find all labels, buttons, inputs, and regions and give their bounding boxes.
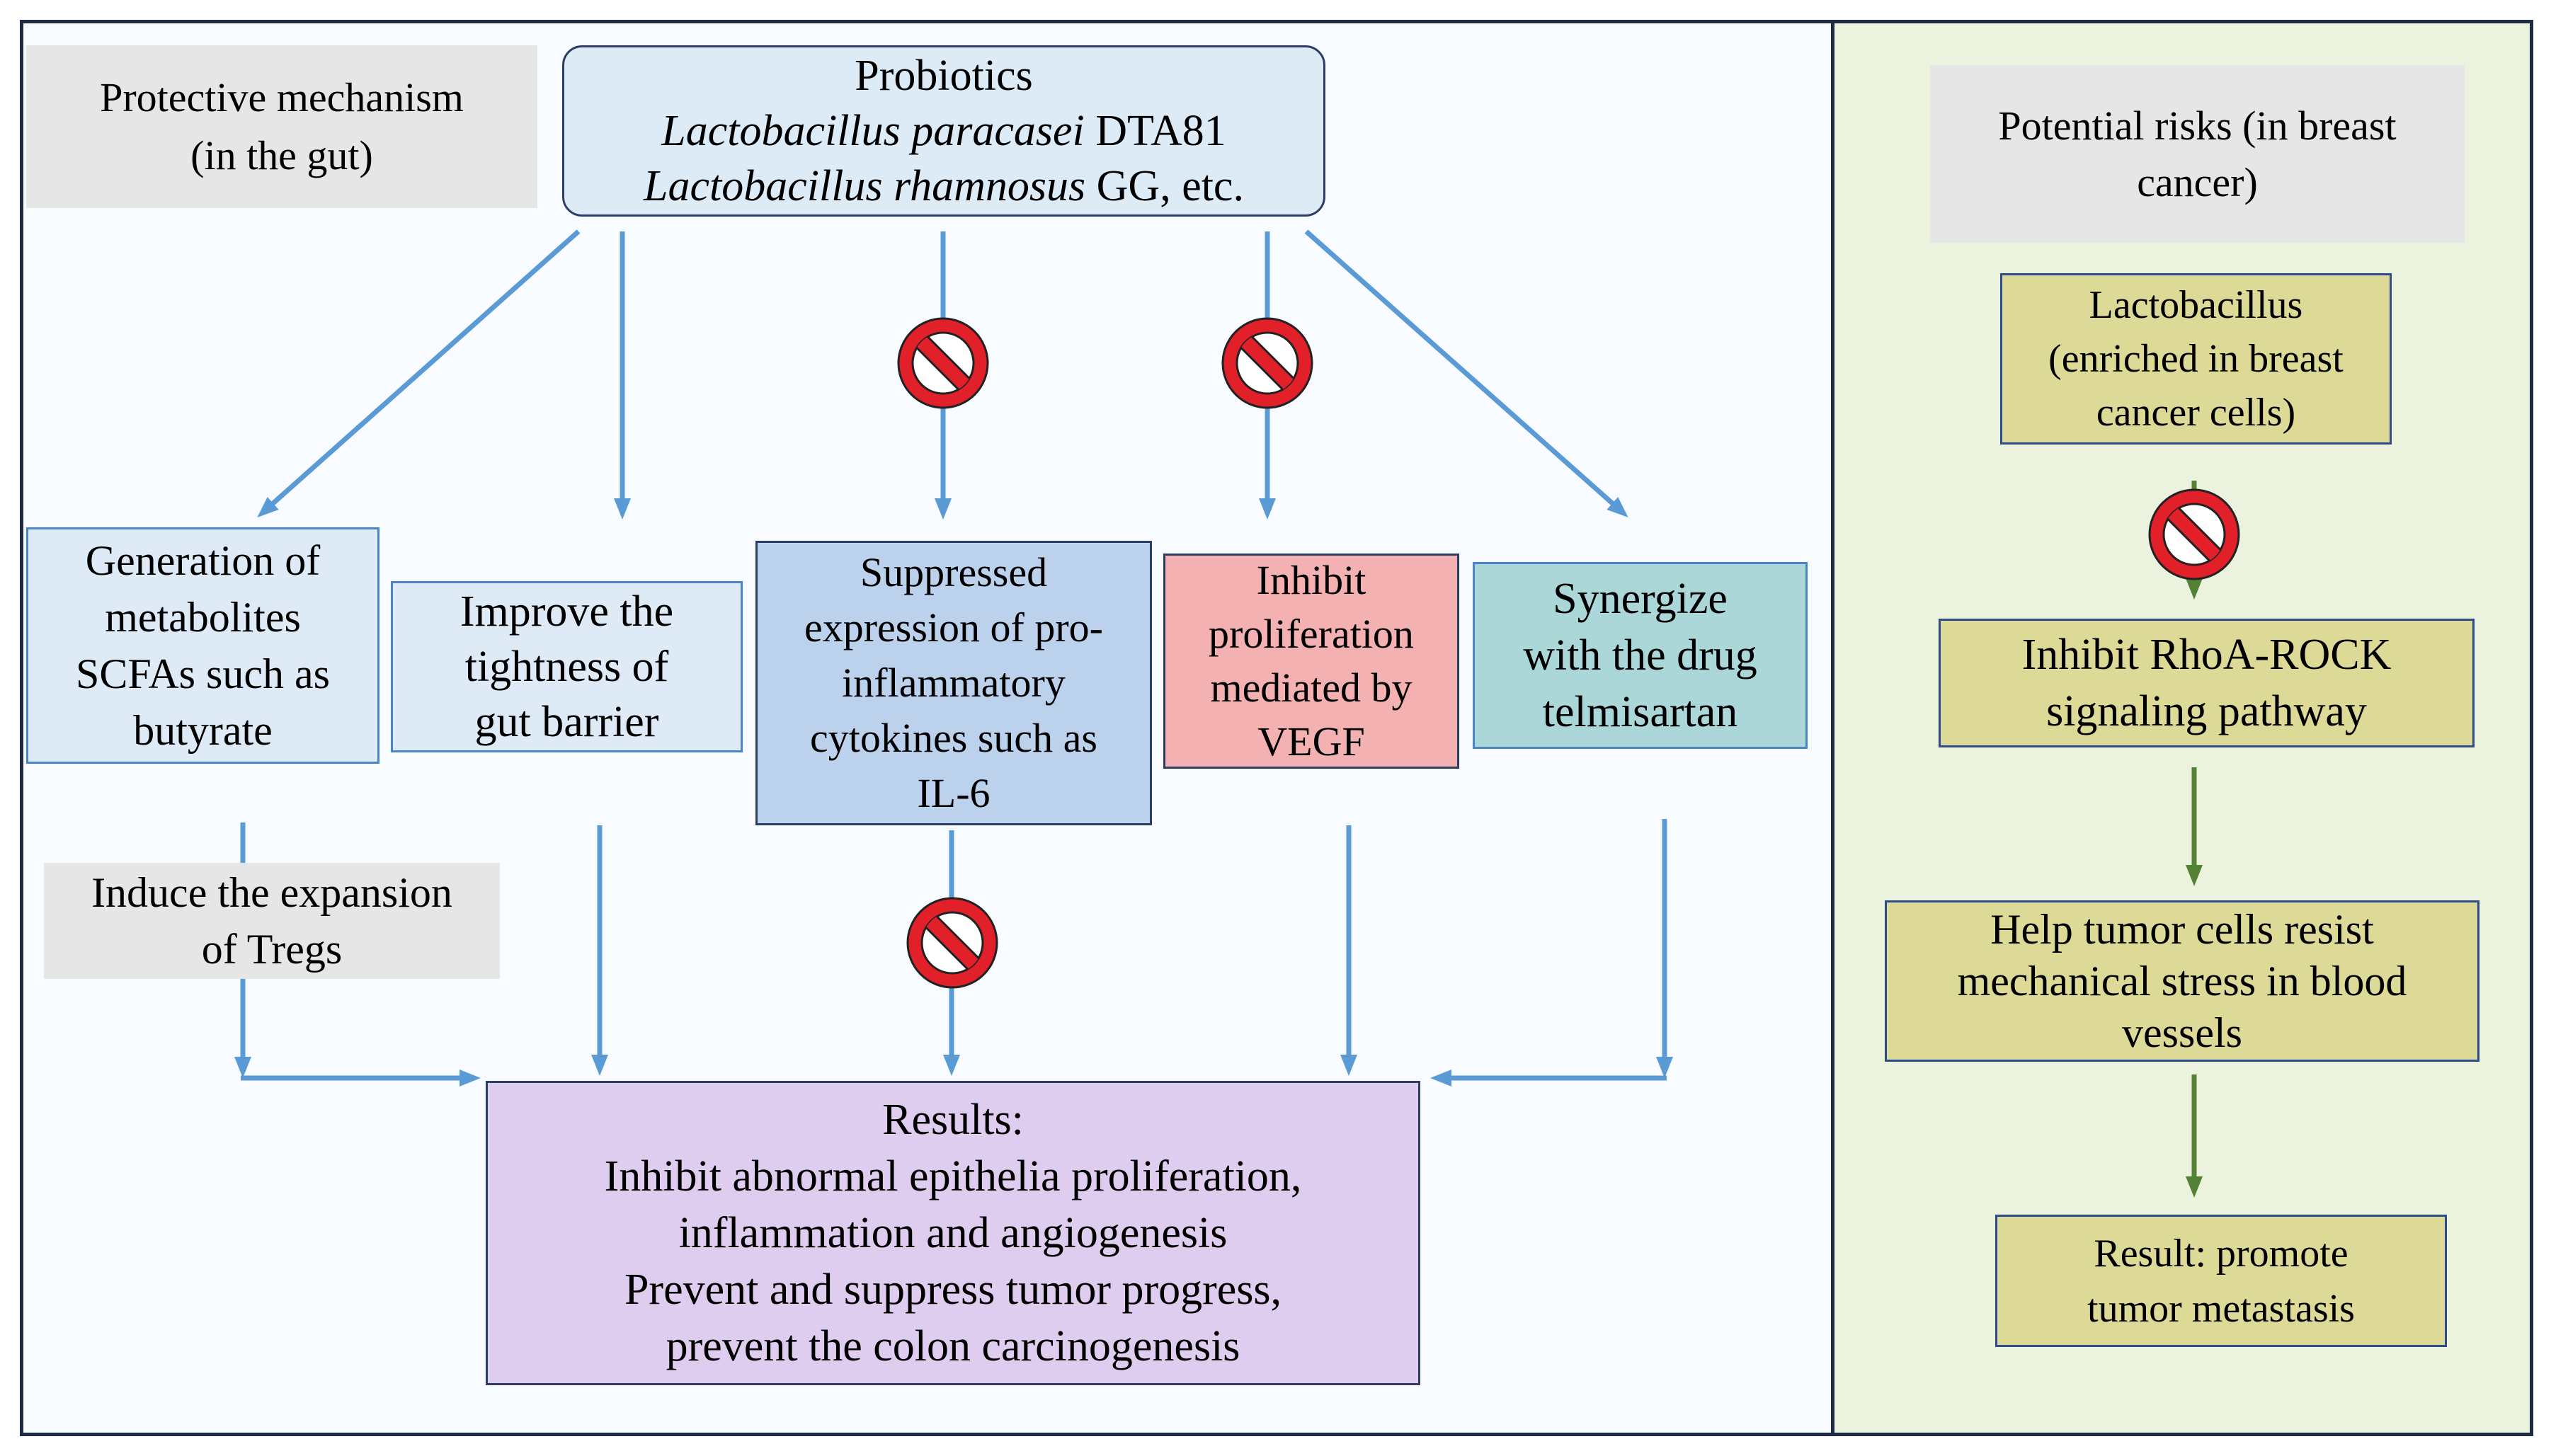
protective-mechanism-label: Protective mechanism (in the gut) [26,45,537,208]
species-name: Lactobacillus rhamnosus [644,162,1086,210]
box-line: Synergize [1553,575,1728,623]
box-line: mediated by [1210,665,1413,711]
probiotics-title: Probiotics [855,52,1033,100]
box-line: Result: promote [2094,1231,2349,1276]
box-line: tightness of [464,643,669,691]
vegf-box: Inhibit proliferation mediated by VEGF [1163,554,1459,769]
box-line: gut barrier [474,698,659,746]
label-line: of Tregs [201,926,343,973]
label-line: Potential risks (in breast [1998,102,2397,149]
box-line: mechanical stress in blood [1957,957,2407,1004]
box-line: proliferation [1209,611,1414,657]
no-symbol-icon [1223,319,1312,408]
rhoa-rock-box: Inhibit RhoA-ROCK signaling pathway [1939,619,2475,747]
box-line: expression of pro- [804,604,1103,650]
box-line: Generation of [85,537,321,584]
label-line: Protective mechanism [100,74,464,120]
box-line: inflammatory [842,660,1066,706]
box-line: IL-6 [917,770,991,816]
box-line: cancer cells) [2096,391,2296,435]
probiotics-box: Probiotics Lactobacillus paracasei DTA81… [562,45,1325,217]
box-line: Improve the [460,587,674,636]
box-line: SCFAs such as [76,650,330,697]
box-line: vessels [2122,1009,2242,1056]
species-name: Lactobacillus paracasei [661,107,1085,155]
lactobacillus-box: Lactobacillus (enriched in breast cancer… [2000,273,2392,445]
box-line: with the drug [1523,631,1757,680]
no-symbol-icon [2150,490,2239,579]
telmisartan-box: Synergize with the drug telmisartan [1473,562,1808,749]
box-line: Prevent and suppress tumor progress, [624,1266,1282,1314]
box-line: Inhibit abnormal epithelia proliferation… [604,1152,1302,1200]
strain-name: GG, etc. [1085,162,1244,210]
metastasis-result-box: Result: promote tumor metastasis [1995,1215,2447,1347]
box-line: cytokines such as [810,715,1097,761]
probiotic-strain: Lactobacillus paracasei DTA81 [661,103,1226,159]
box-line: Inhibit [1256,557,1366,603]
tregs-label: Induce the expansion of Tregs [44,863,500,979]
box-line: Inhibit RhoA-ROCK [2021,631,2392,679]
no-symbol-icon [908,898,997,987]
probiotic-strain: Lactobacillus rhamnosus GG, etc. [644,159,1244,214]
arrow-probiotics-to-metabolites [257,229,581,517]
box-line: metabolites [105,594,301,641]
cytokines-box: Suppressed expression of pro- inflammato… [755,541,1152,825]
box-line: signaling pathway [2046,687,2367,735]
results-box: Results: Inhibit abnormal epithelia prol… [486,1081,1420,1385]
strain-name: DTA81 [1084,107,1226,155]
box-line: VEGF [1257,718,1365,764]
box-line: telmisartan [1542,688,1738,736]
arrow-probiotics-to-telmisartan [1304,229,1628,517]
no-symbol-icon [898,319,988,408]
gut-barrier-box: Improve the tightness of gut barrier [391,581,743,752]
metabolites-box: Generation of metabolites SCFAs such as … [26,527,379,764]
mechanical-stress-box: Help tumor cells resist mechanical stres… [1885,900,2479,1062]
label-line: Induce the expansion [91,869,452,916]
box-line: Help tumor cells resist [1990,905,2374,953]
potential-risks-label: Potential risks (in breast cancer) [1930,65,2465,243]
box-line: prevent the colon carcinogenesis [666,1322,1240,1370]
box-line: inflammation and angiogenesis [678,1209,1228,1257]
label-line: cancer) [2137,159,2258,205]
box-line: Lactobacillus [2089,283,2303,327]
results-heading: Results: [882,1096,1024,1144]
box-line: tumor metastasis [2087,1286,2355,1331]
box-line: (enriched in breast [2048,337,2344,381]
label-line: (in the gut) [190,132,373,178]
box-line: butyrate [133,707,273,754]
box-line: Suppressed [860,549,1048,595]
